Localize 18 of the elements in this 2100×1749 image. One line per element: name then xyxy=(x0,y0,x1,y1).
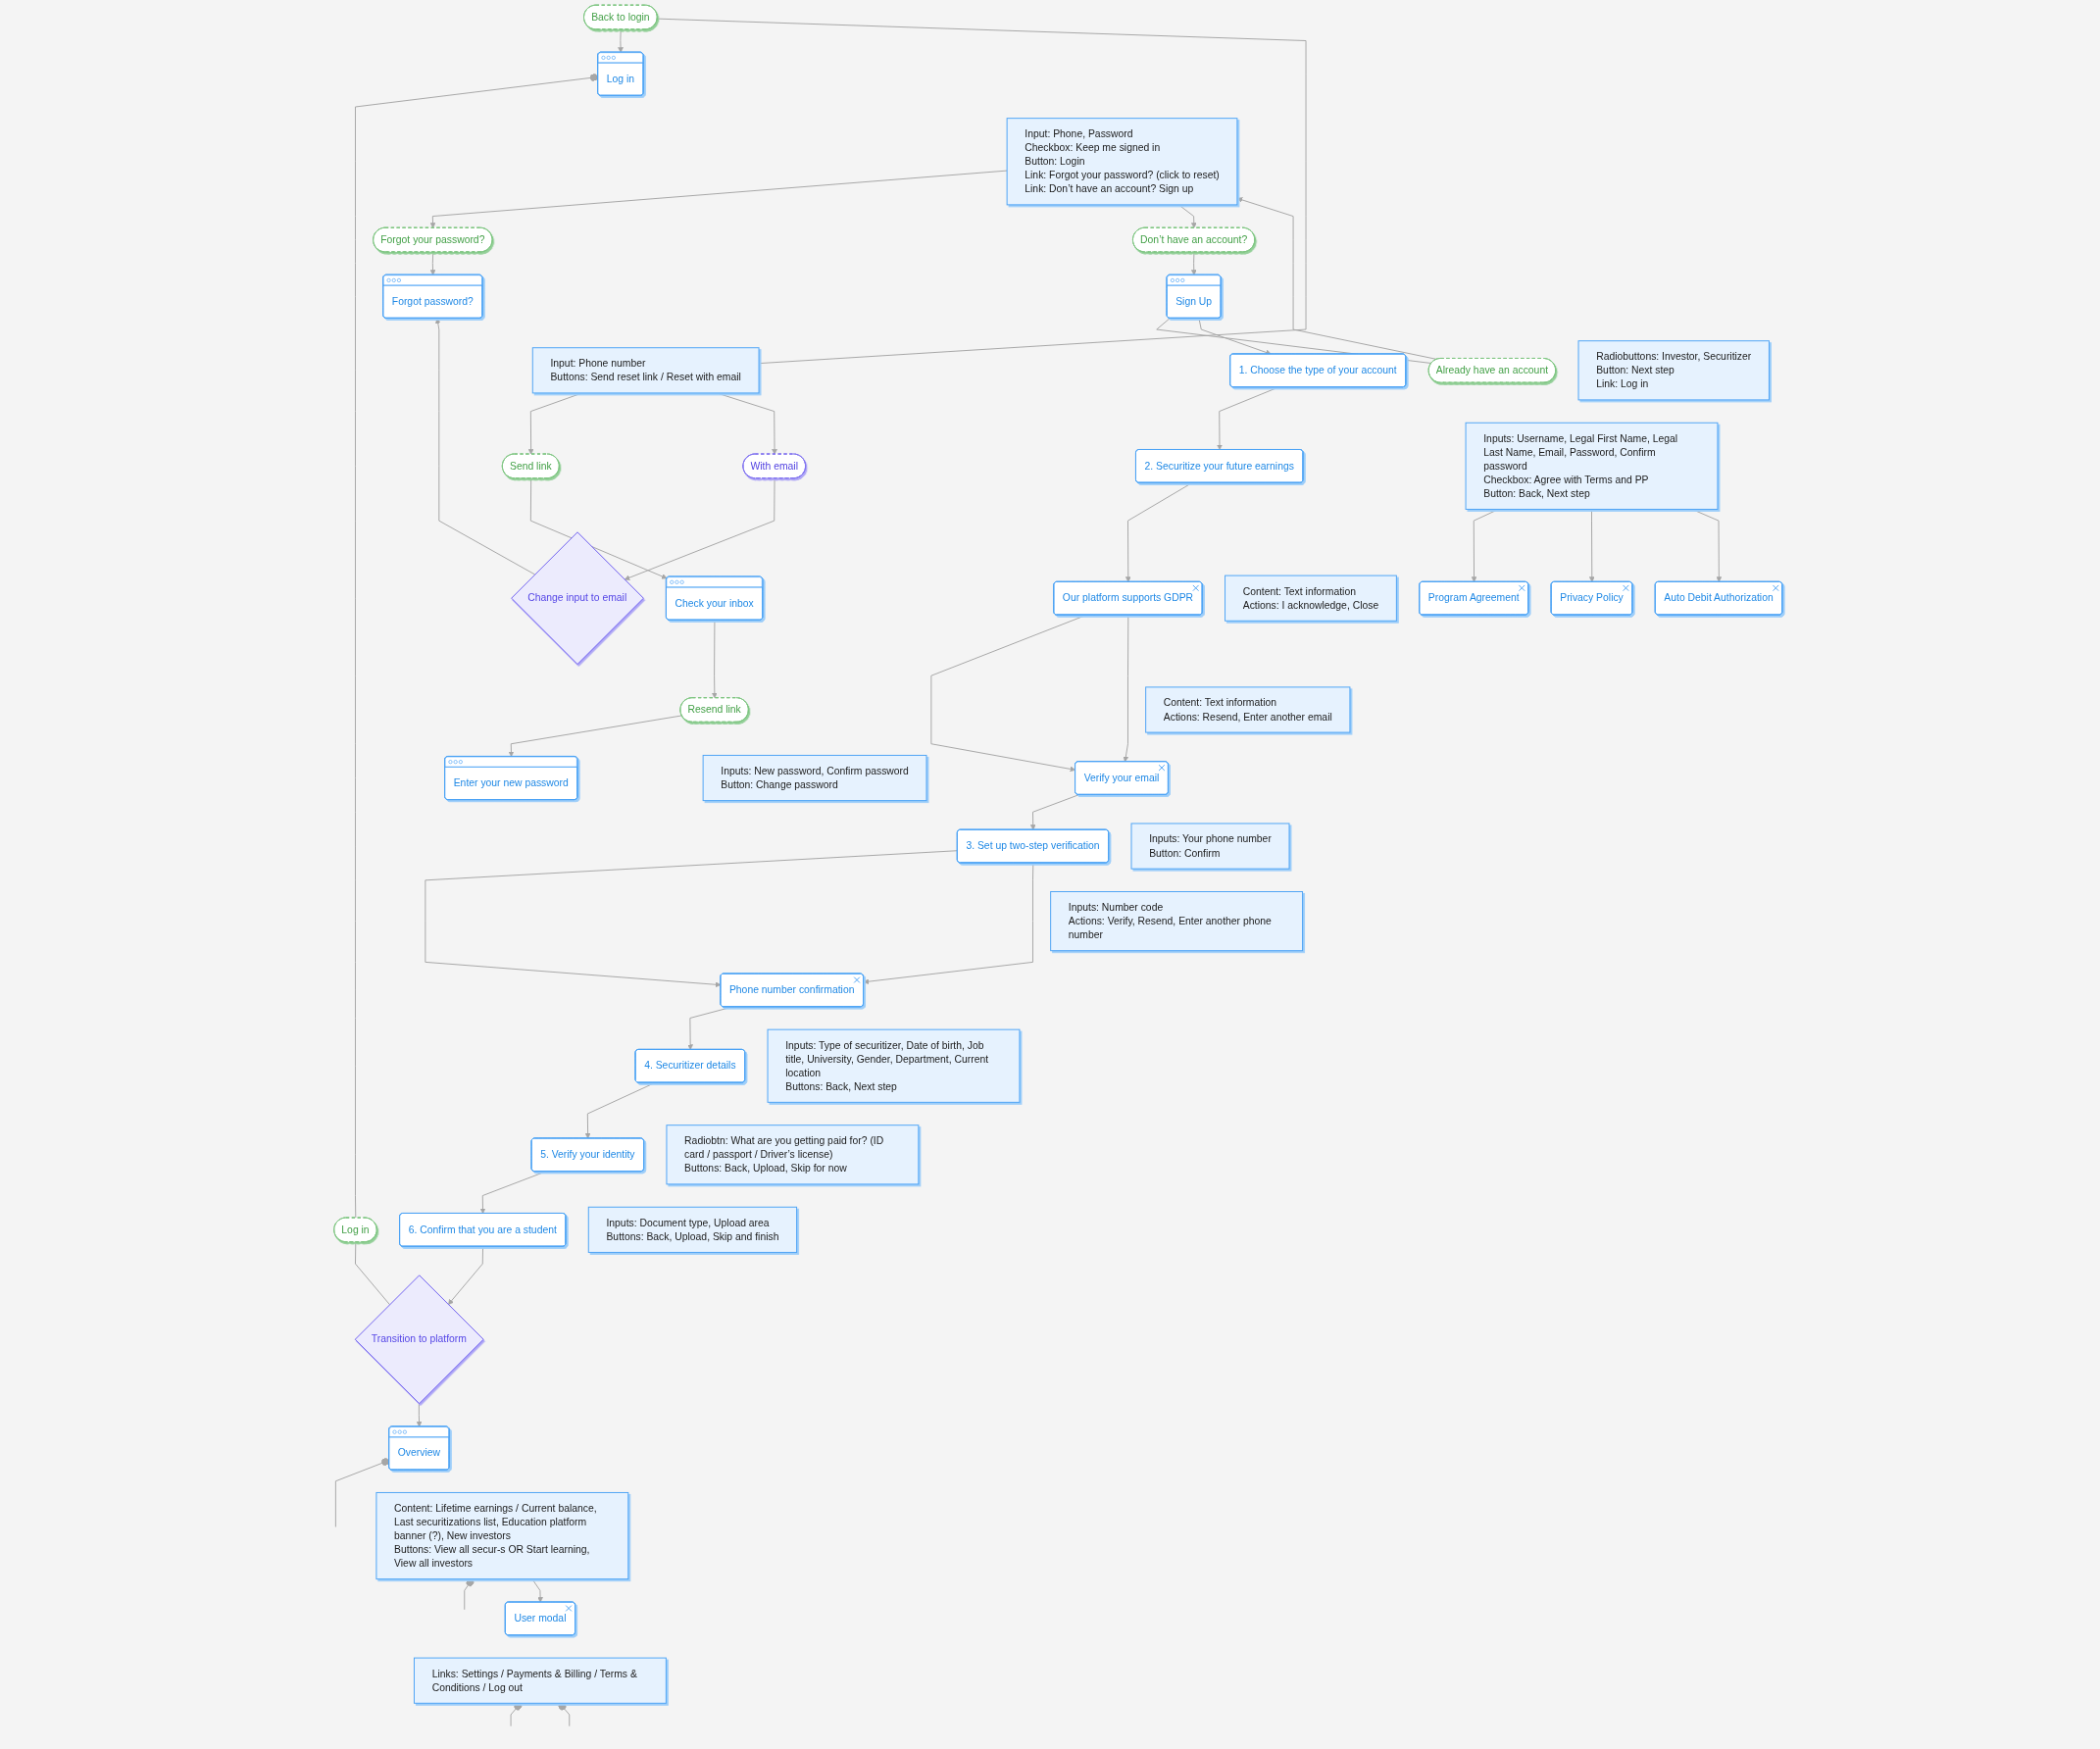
node-box: Input: Phone number Buttons: Send reset link / Reset with email xyxy=(531,347,760,394)
connector xyxy=(355,1241,390,1306)
node-box: Inputs: Your phone number Button: Confirm xyxy=(1130,823,1290,870)
node-box: Radiobuttons: Investor, Securitizer Button: Next step Link: Log in xyxy=(1577,340,1770,401)
node-box: Content: Text information Actions: Resend, Enter another email xyxy=(1145,686,1351,733)
node-box: Input: Phone, Password Checkbox: Keep me signed in Button: Login Link: Forgot your password? (click to reset) Link: Don’t have an account? Sign up xyxy=(1006,118,1238,206)
node-diamond: Transition to platform xyxy=(354,1274,484,1405)
connector xyxy=(656,18,1307,365)
node-box: Content: Text information Actions: I acknowledge, Close xyxy=(1225,575,1397,622)
node-box: Links: Settings / Payments & Billing / Terms & Conditions / Log out xyxy=(414,1657,667,1704)
node-diamond: Change input to email xyxy=(511,531,644,666)
node-box: Content: Lifetime earnings / Current balance, Last securitizations list, Education platform banner (?), New investors Buttons: View all secur-s OR Start learning, View all investors xyxy=(375,1491,629,1580)
node-box: Inputs: Document type, Upload area Buttons: Back, Upload, Skip and finish xyxy=(587,1206,798,1253)
node-box: Radiobtn: What are you getting paid for? (ID card / passport / Driver’s license) Buttons: Back, Upload, Skip for now xyxy=(666,1124,920,1185)
node-box: Inputs: New password, Confirm password Button: Change password xyxy=(702,754,927,802)
node-box: Inputs: Username, Legal First Name, Legal Last Name, Email, Password, Confirm password Checkbox: Agree with Terms and PP Button: Back, Next step xyxy=(1465,422,1719,510)
node-box: Inputs: Type of securitizer, Date of birth, Job title, University, Gender, Department, Current location Buttons: Back, Next step xyxy=(767,1028,1021,1103)
node-box: Inputs: Number code Actions: Verify, Resend, Enter another phone number xyxy=(1050,891,1304,952)
